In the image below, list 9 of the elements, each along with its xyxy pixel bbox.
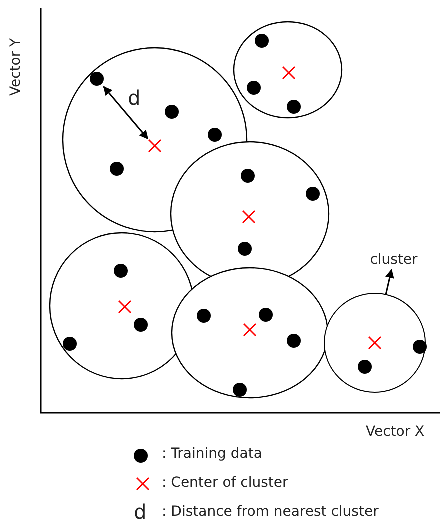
legend-text: : Distance from nearest cluster — [162, 504, 379, 520]
legend-symbol: d — [134, 500, 147, 524]
axis-label: Vector Y — [8, 37, 25, 98]
annotation-label: cluster — [366, 250, 422, 270]
leader-line — [385, 269, 394, 294]
legend-text: : Center of cluster — [162, 475, 288, 491]
distance-label: d — [128, 86, 141, 110]
legend-text: : Training data — [162, 446, 262, 462]
axis-label: Vector X — [366, 424, 425, 440]
